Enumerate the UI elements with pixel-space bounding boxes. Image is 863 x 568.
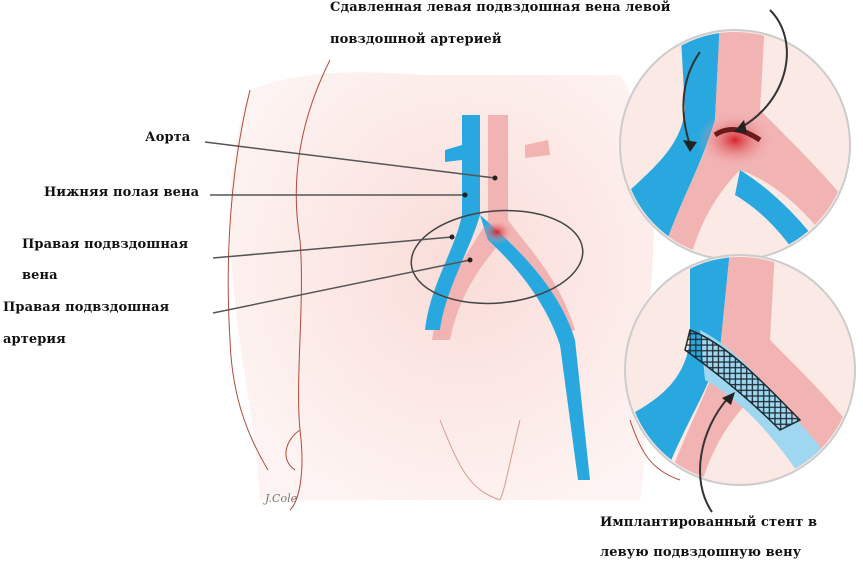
vessels [425, 115, 590, 480]
label-ivc: Нижняя полая вена [44, 185, 200, 200]
arrow-head-icon [722, 392, 735, 405]
label-stent-line2: левую подвздошную вену [600, 545, 802, 560]
arrow-head-icon [683, 140, 697, 152]
label-right-iliac-vein-line1: Правая подвздошная [22, 237, 189, 252]
label-aorta: Аорта [145, 130, 191, 145]
stent-icon [684, 329, 802, 431]
inset-compression [619, 29, 851, 261]
arrows [682, 9, 788, 513]
highlight-ellipse [410, 209, 584, 305]
label-stent-line1: Имплантированный стент в [600, 515, 818, 530]
leader-lines [204, 141, 496, 314]
label-right-iliac-artery-line2: артерия [3, 332, 66, 347]
arrow-head-icon [734, 120, 747, 133]
label-compressed-vein-line2: повздошной артерией [330, 32, 502, 47]
label-right-iliac-artery-line1: Правая подвздошная [3, 300, 170, 315]
artist-signature: J.Cole [263, 492, 298, 505]
inset-stent [624, 254, 856, 486]
label-compressed-vein-line1: Сдавленная левая подвздошная вена левой [330, 0, 671, 15]
label-right-iliac-vein-line2: вена [22, 268, 58, 283]
